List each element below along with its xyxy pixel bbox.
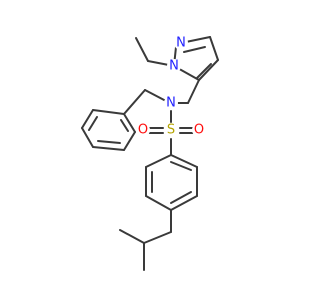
bond — [170, 191, 192, 204]
svg-text:O: O — [194, 123, 204, 138]
bond — [119, 229, 145, 244]
bond — [209, 36, 219, 61]
bond — [198, 59, 219, 81]
bond — [97, 140, 121, 144]
bond — [123, 113, 136, 133]
bond — [183, 46, 206, 53]
bond — [81, 127, 94, 148]
svg-text:N: N — [176, 36, 186, 51]
svg-text:N: N — [166, 96, 176, 111]
atom-o1: O — [136, 123, 150, 138]
bond — [88, 116, 98, 131]
bond — [120, 119, 129, 132]
molecule-diagram: N N N S O O — [81, 36, 219, 271]
bond — [145, 195, 172, 211]
bond — [92, 146, 125, 151]
bond — [187, 79, 200, 104]
bond — [123, 131, 136, 151]
atom-s1: S — [164, 123, 178, 138]
atom-o2: O — [192, 123, 206, 138]
svg-text:O: O — [138, 123, 148, 138]
atom-n1: N — [174, 36, 188, 51]
bond — [123, 89, 146, 115]
svg-text:S: S — [167, 123, 175, 138]
bond — [145, 154, 172, 168]
bond — [92, 109, 125, 115]
bond — [196, 63, 212, 79]
bond — [81, 109, 94, 129]
bond — [144, 89, 167, 102]
atom-n3: N — [164, 96, 178, 111]
bond — [143, 231, 172, 244]
atom-labels: N N N S O O — [136, 36, 206, 138]
bonds — [81, 36, 219, 271]
bond — [170, 161, 192, 171]
bond — [170, 154, 198, 168]
atom-n2: N — [167, 59, 181, 74]
bond — [135, 37, 149, 62]
bond — [170, 195, 198, 211]
svg-text:N: N — [169, 59, 179, 74]
